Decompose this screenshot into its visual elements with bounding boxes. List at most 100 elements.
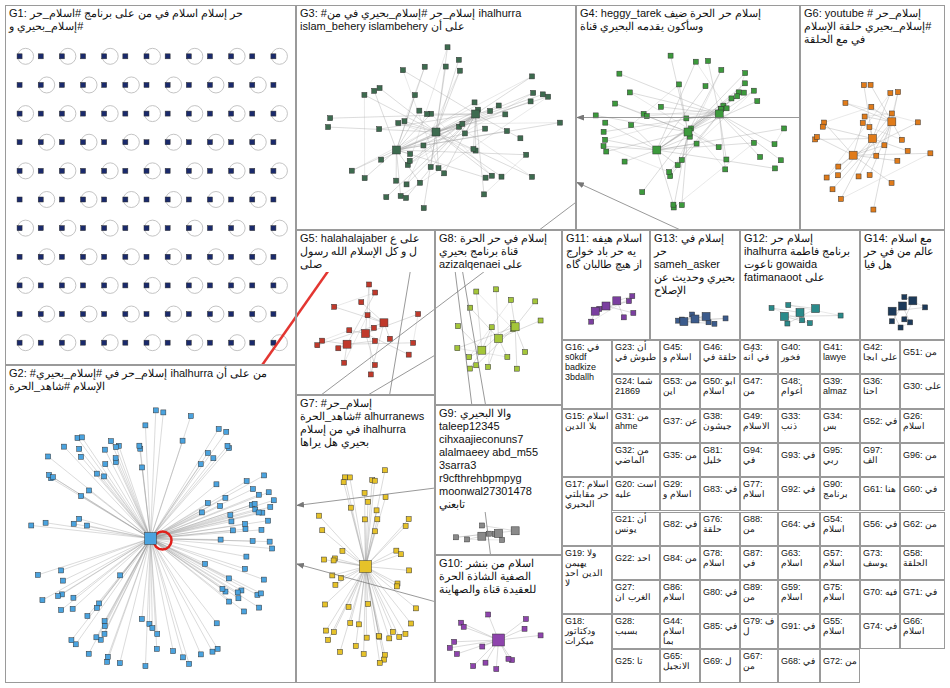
self-loop <box>39 192 55 208</box>
small-group-box: G34: بس <box>820 409 860 443</box>
network-vertex <box>320 528 325 533</box>
network-edge <box>111 441 151 538</box>
network-vertex <box>546 94 551 99</box>
network-vertex <box>336 346 341 351</box>
network-vertex <box>207 168 212 173</box>
network-vertex <box>207 54 212 59</box>
network-edge <box>151 539 190 664</box>
network-vertex <box>621 315 626 320</box>
network-vertex <box>882 143 887 148</box>
group-label: G4: heggy_tarek إسلام حر الحرة ضيف وسأكو… <box>577 6 799 34</box>
network-vertex <box>102 283 107 288</box>
network-vertex <box>144 312 149 317</box>
network-vertex <box>103 462 108 467</box>
network-vertex <box>140 465 145 470</box>
network-vertex <box>830 187 835 192</box>
group-box: G12: إسلام حر ihalhurra برنامج فاطمة ناع… <box>740 230 860 340</box>
network-vertex <box>416 312 421 317</box>
self-loop <box>187 48 203 64</box>
group-label: G25: تا <box>613 655 645 667</box>
small-group-box: G88: من <box>740 512 778 546</box>
network-edge <box>605 109 721 140</box>
group-box: G3: #إسلام_حر #إسلام_بحيري في من ihalhur… <box>296 5 576 230</box>
network-vertex <box>143 664 148 669</box>
network-edge <box>381 114 475 160</box>
network-vertex <box>56 593 61 598</box>
network-vertex <box>227 599 232 604</box>
network-vertex <box>225 443 230 448</box>
network-vertex <box>102 168 107 173</box>
network-vertex <box>899 137 904 142</box>
network-vertex <box>353 644 358 649</box>
network-vertex <box>889 319 894 324</box>
network-vertex <box>143 423 148 428</box>
group-label: G91: في <box>779 620 817 632</box>
network-vertex <box>198 652 203 657</box>
network-edge <box>476 76 532 114</box>
network-edge <box>436 47 448 132</box>
network-vertex <box>667 170 672 175</box>
network-vertex <box>751 88 756 93</box>
small-group-box: G84: من <box>660 546 700 580</box>
group-label: G56: في <box>861 518 899 530</box>
network-vertex <box>671 202 676 207</box>
network-vertex <box>81 197 86 202</box>
network-vertex <box>867 125 872 130</box>
network-vertex <box>144 226 149 231</box>
network-vertex <box>377 86 382 91</box>
network-vertex <box>207 340 212 345</box>
network-edge <box>48 456 150 538</box>
network-vertex <box>467 355 472 360</box>
network-vertex <box>180 438 185 443</box>
small-group-box: G76: حلقة <box>700 512 740 546</box>
network-vertex <box>38 168 43 173</box>
network-edge <box>366 567 406 634</box>
network-edge <box>151 410 156 538</box>
network-vertex <box>361 651 366 656</box>
network-edge <box>365 150 397 178</box>
network-vertex <box>186 283 191 288</box>
network-edge <box>151 539 238 593</box>
group-label: G11: اسلام هيفه يه حر باد خوارج از هيچ ط… <box>563 231 649 272</box>
network-vertex <box>474 289 479 294</box>
self-loop <box>166 192 182 208</box>
network-vertex <box>123 226 128 231</box>
group-label: G85: في <box>701 620 739 632</box>
network-vertex <box>898 325 903 330</box>
network-vertex <box>17 340 22 345</box>
network-vertex <box>452 639 457 644</box>
small-group-box: G87: في <box>740 546 778 580</box>
small-group-box: G55: اسلام <box>820 614 860 648</box>
network-vertex <box>207 226 212 231</box>
group-box: G8: إسلام في حر الحرة قناة برنامج بحيري … <box>435 230 562 405</box>
network-vertex <box>396 121 401 126</box>
network-vertex <box>207 111 212 116</box>
network-vertex <box>365 499 370 504</box>
network-vertex <box>38 283 43 288</box>
small-group-box: G25: تا <box>612 649 660 683</box>
network-edge <box>347 343 413 344</box>
group-label: G79: ف ل <box>741 615 777 637</box>
network-vertex <box>407 158 412 163</box>
network-vertex <box>712 321 717 326</box>
group-label: G10: اسلام من بنشر الصفية الشاذة الحرة ل… <box>436 556 561 597</box>
network-edge <box>326 567 365 631</box>
group-label: G21: أن يونس <box>613 513 659 535</box>
network-edge <box>396 111 419 150</box>
network-vertex <box>387 336 392 341</box>
network-vertex <box>658 104 663 109</box>
network-vertex <box>398 552 403 557</box>
network-edge <box>151 539 174 652</box>
network-vertex <box>613 297 621 305</box>
network-vertex <box>522 626 527 631</box>
network-edge <box>838 139 872 176</box>
network-edge <box>605 140 657 150</box>
small-group-box: G66: اسلام <box>900 614 945 648</box>
network-vertex <box>382 468 387 473</box>
small-group-box: G49: الاسلام <box>740 409 778 443</box>
self-loop <box>229 48 245 64</box>
network-edge <box>413 314 418 343</box>
network-vertex <box>862 114 867 119</box>
network-vertex <box>824 175 829 180</box>
network-edge <box>366 567 380 663</box>
